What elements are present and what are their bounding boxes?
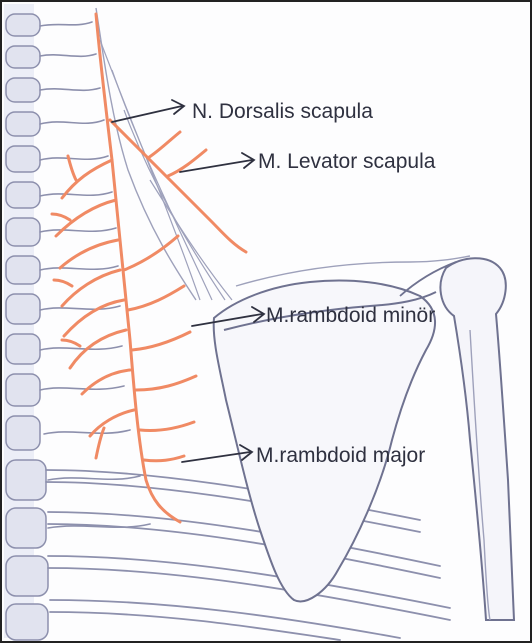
label-m-levator-scapula: M. Levator scapula [258, 150, 436, 173]
label-rhomboid-minor: M.rambdoid minör [266, 304, 435, 327]
label-n-dorsalis-scapula: N. Dorsalis scapula [192, 100, 373, 123]
label-rhomboid-major: M.rambdoid major [256, 444, 425, 467]
